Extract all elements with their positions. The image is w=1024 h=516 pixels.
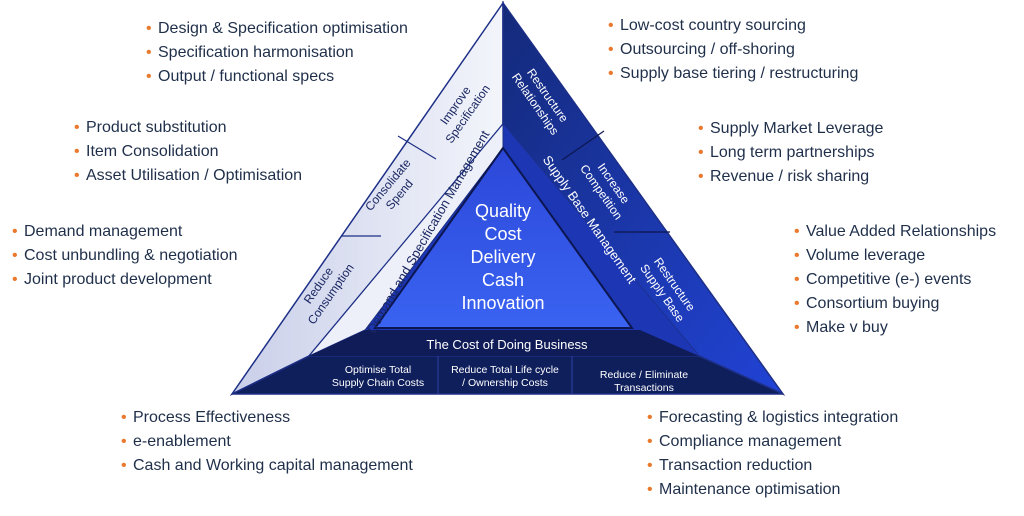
list-item: Low-cost country sourcing [608,14,858,38]
center-delivery: Delivery [470,247,535,267]
lever-optimise-supply-chain: Optimise Total Supply Chain Costs [332,364,424,389]
bullets-low-left: Demand management Cost unbundling & nego… [12,220,238,292]
svg-text:Reduce Total Life cycle: Reduce Total Life cycle [451,364,559,376]
svg-text:Supply Chain Costs: Supply Chain Costs [332,377,424,389]
list-item: Revenue / risk sharing [698,165,883,189]
list-item: Forecasting & logistics integration [647,406,898,430]
bullets-top-left: Design & Specification optimisation Spec… [146,17,408,89]
center-triangle [373,146,634,329]
svg-text:Reduce / Eliminate: Reduce / Eliminate [600,369,688,381]
bullets-mid-right: Supply Market Leverage Long term partner… [698,117,883,189]
bottom-band [309,330,699,356]
list-item: Specification harmonisation [146,41,408,65]
bullets-mid-left: Product substitution Item Consolidation … [74,116,302,188]
divider-right-1 [561,130,605,161]
list-item: Cost unbundling & negotiation [12,244,238,268]
center-cost: Cost [484,224,521,244]
list-item: Asset Utilisation / Optimisation [74,164,302,188]
list-item: Supply Market Leverage [698,117,883,141]
list-item: Supply base tiering / restructuring [608,62,858,86]
list-item: Transaction reduction [647,454,898,478]
band-cost-business: The Cost of Doing Business [426,337,588,352]
list-item: Make v buy [794,316,996,340]
list-item: Outsourcing / off-shoring [608,38,858,62]
list-item: e-enablement [121,430,413,454]
divider-left-1 [397,135,437,160]
list-item: Process Effectiveness [121,406,413,430]
lever-reduce-lifecycle: Reduce Total Life cycle / Ownership Cost… [451,364,559,389]
bullets-low-right: Value Added Relationships Volume leverag… [794,220,996,340]
svg-text:Transactions: Transactions [614,382,674,394]
list-item: Design & Specification optimisation [146,17,408,41]
bullets-bottom-left: Process Effectiveness e-enablement Cash … [121,406,413,478]
bullets-bottom-right: Forecasting & logistics integration Comp… [647,406,898,502]
lever-reduce-transactions: Reduce / Eliminate Transactions [600,369,688,394]
list-item: Consortium buying [794,292,996,316]
list-item: Long term partnerships [698,141,883,165]
svg-text:/ Ownership Costs: / Ownership Costs [462,377,548,389]
list-item: Maintenance optimisation [647,478,898,502]
center-quality: Quality [475,201,531,221]
list-item: Compliance management [647,430,898,454]
list-item: Item Consolidation [74,140,302,164]
list-item: Cash and Working capital management [121,454,413,478]
list-item: Joint product development [12,268,238,292]
bullets-top-right: Low-cost country sourcing Outsourcing / … [608,14,858,86]
center-innovation: Innovation [461,293,544,313]
list-item: Volume leverage [794,244,996,268]
svg-text:Optimise Total: Optimise Total [345,364,411,376]
list-item: Output / functional specs [146,65,408,89]
list-item: Value Added Relationships [794,220,996,244]
list-item: Product substitution [74,116,302,140]
list-item: Competitive (e-) events [794,268,996,292]
center-cash: Cash [482,270,524,290]
list-item: Demand management [12,220,238,244]
